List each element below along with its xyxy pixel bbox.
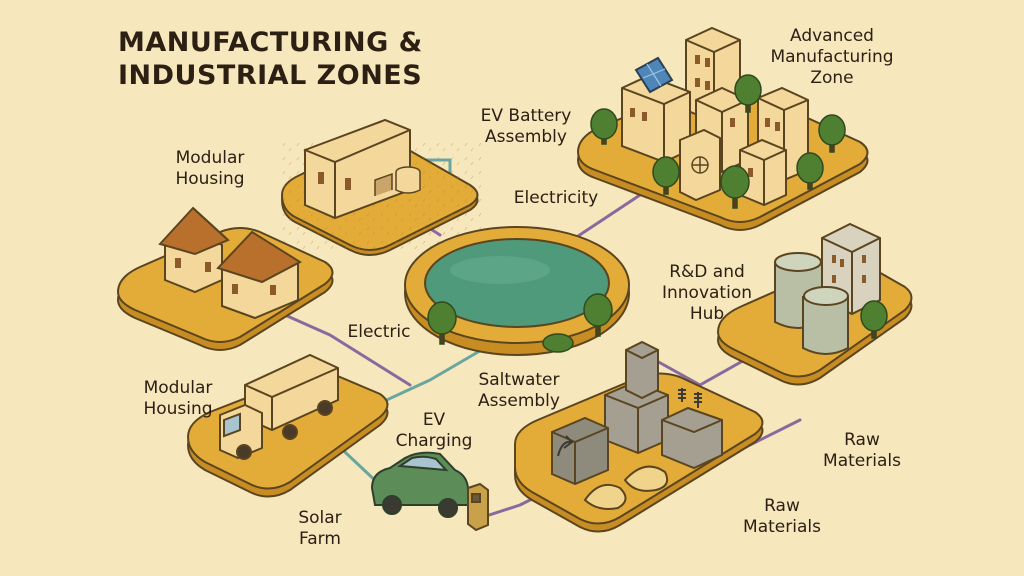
label-solar-farm: Solar Farm [298,508,342,549]
platform-industrial [514,340,764,533]
trees [427,74,888,353]
factory-right [661,406,723,470]
saltwater-pond [404,226,630,356]
label-electricity: Electricity [513,188,599,208]
transformer-coils [678,388,702,408]
title-line-1: MANUFACTURING & [118,27,423,58]
label-modular-housing-bottom: Modular Housing [143,378,213,419]
recycle-icon [557,435,574,457]
ev-charger-icon [467,482,489,532]
platform-top-building [280,118,482,256]
label-raw-materials-1: Raw Materials [823,430,901,471]
title-line-2: INDUSTRIAL ZONES [118,60,423,91]
label-advanced-manufacturing-zone: Advanced Manufacturing Zone [770,26,894,88]
label-modular-housing-top: Modular Housing [175,148,245,189]
platform-truck [186,353,389,498]
label-electric: Electric [347,322,411,342]
platform-advanced-manufacturing [576,26,869,231]
diagram-title: MANUFACTURING & INDUSTRIAL ZONES [118,26,423,92]
ev-car [370,451,469,518]
label-ev-battery-assembly: EV Battery Assembly [480,106,572,147]
platform-modular-housing [116,206,334,351]
sand-pile-1 [583,484,627,510]
label-rd-innovation-hub: R&D and Innovation Hub [661,262,752,324]
label-raw-materials-2: Raw Materials [743,496,821,537]
label-saltwater-assembly: Saltwater Assembly [478,370,560,411]
purple-line-housing-to-truck [283,313,412,387]
label-ev-charging: EV Charging [395,410,473,451]
cooling-tower-2 [802,296,849,355]
platform-rd-hub [716,222,913,386]
sand-pile-2 [623,465,669,492]
chimney [625,340,659,400]
